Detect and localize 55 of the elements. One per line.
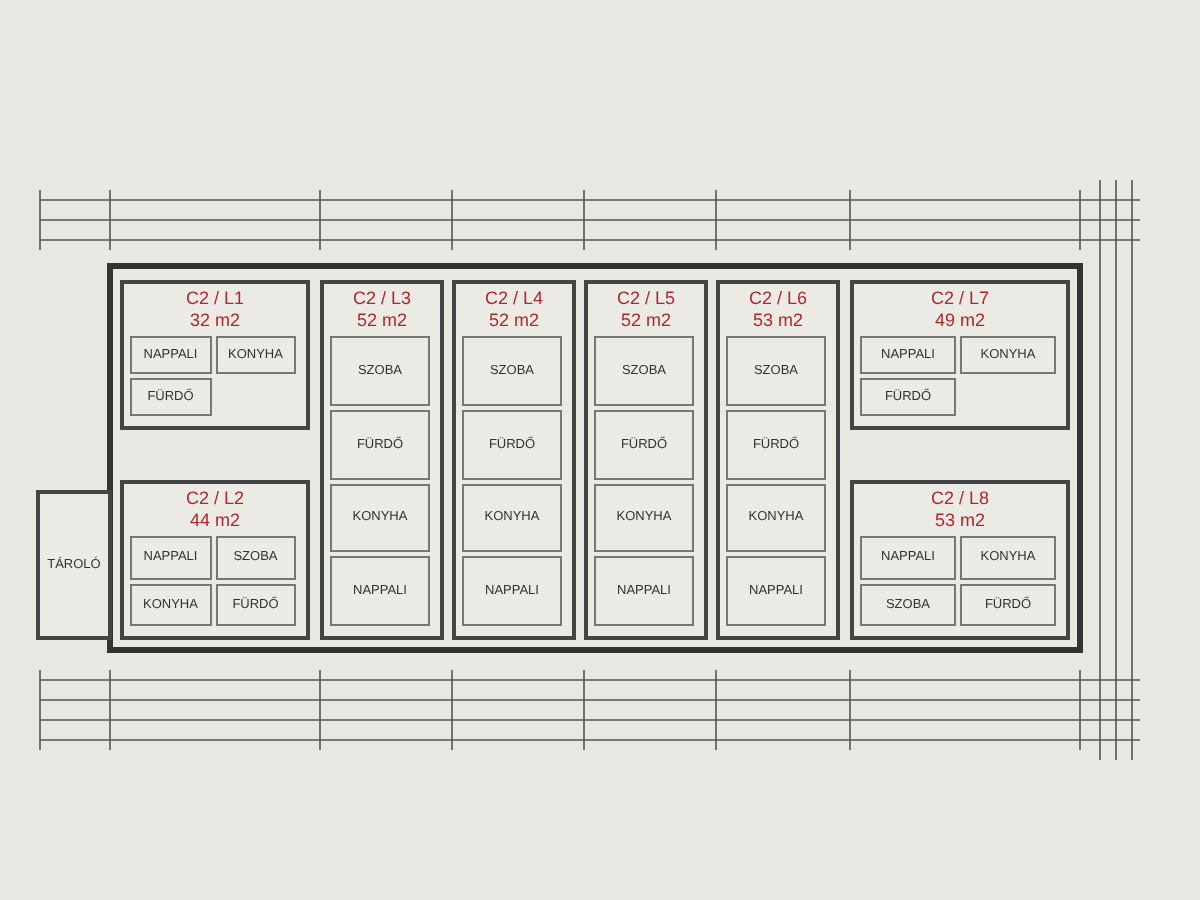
- room-box: [860, 378, 956, 416]
- unit-number: C2 / L3: [350, 288, 414, 308]
- room-box: [462, 409, 562, 479]
- room-box: [594, 483, 694, 553]
- room-box: [130, 583, 211, 626]
- room-box: [860, 536, 956, 579]
- room-box: [594, 336, 694, 406]
- room-box: [726, 483, 826, 553]
- room-box: [330, 409, 430, 479]
- apartment-unit: [320, 280, 444, 640]
- unit-number: C2 / L5: [614, 288, 678, 308]
- unit-number: C2 / L7: [928, 288, 992, 308]
- room-box: [960, 583, 1056, 626]
- room-box: [594, 409, 694, 479]
- room-box: [462, 556, 562, 626]
- unit-number: C2 / L2: [183, 488, 247, 508]
- room-box: [462, 336, 562, 406]
- apartment-unit: [452, 280, 576, 640]
- unit-area: 44 m2: [124, 510, 306, 530]
- unit-area: 32 m2: [124, 310, 306, 330]
- apartment-unit: [850, 480, 1070, 640]
- apartment-unit: [850, 280, 1070, 430]
- unit-area: 52 m2: [324, 310, 440, 330]
- unit-number: C2 / L1: [183, 288, 247, 308]
- apartment-unit: [584, 280, 708, 640]
- room-box: [215, 536, 296, 579]
- room-box: [215, 336, 296, 374]
- room-box: [330, 556, 430, 626]
- room-box: [215, 583, 296, 626]
- room-box: [726, 409, 826, 479]
- unit-area: 53 m2: [720, 310, 836, 330]
- room-box: [960, 536, 1056, 579]
- apartment-unit: [716, 280, 840, 640]
- unit-area: 52 m2: [588, 310, 704, 330]
- room-box: [860, 336, 956, 374]
- room-box: [330, 336, 430, 406]
- room-box: [130, 536, 211, 579]
- room-box: [130, 378, 211, 416]
- room-box: [330, 483, 430, 553]
- apartment-unit: [120, 280, 310, 430]
- room-box: [462, 483, 562, 553]
- unit-area: 49 m2: [854, 310, 1066, 330]
- unit-area: 53 m2: [854, 510, 1066, 530]
- unit-number: C2 / L8: [928, 488, 992, 508]
- unit-area: 52 m2: [456, 310, 572, 330]
- room-box: [860, 583, 956, 626]
- unit-number: C2 / L6: [746, 288, 810, 308]
- room-box: [726, 336, 826, 406]
- room-box: [594, 556, 694, 626]
- room-box: [726, 556, 826, 626]
- unit-number: C2 / L4: [482, 288, 546, 308]
- storage-room: [36, 490, 112, 640]
- room-box: [960, 336, 1056, 374]
- room-box: [130, 336, 211, 374]
- apartment-unit: [120, 480, 310, 640]
